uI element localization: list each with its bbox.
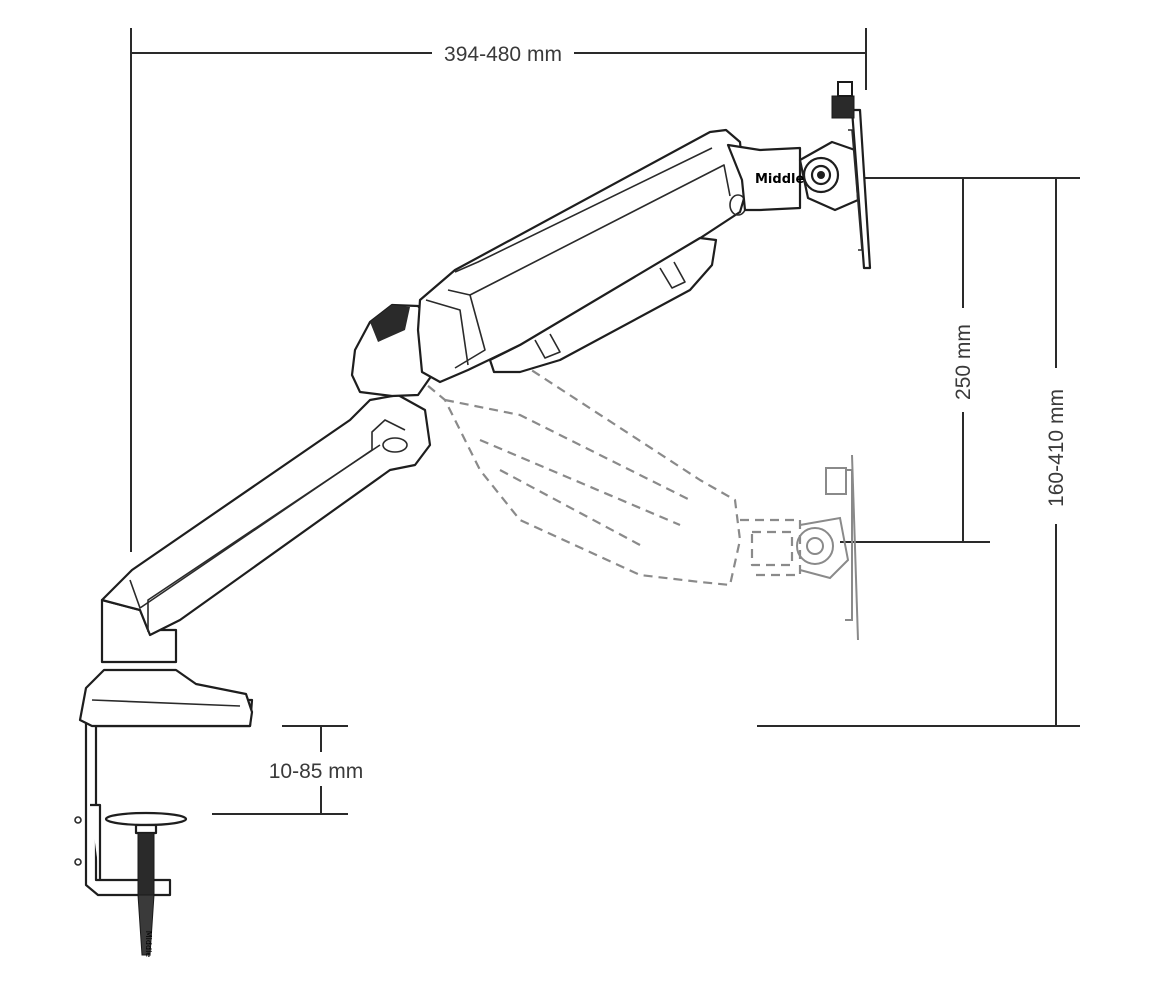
tilt-knob-center xyxy=(817,171,825,179)
clamp-screw-hole-bottom xyxy=(74,858,82,866)
gas-spring-cover xyxy=(488,236,718,374)
clamp-body xyxy=(84,698,254,897)
clamp-plate-neck xyxy=(134,823,158,835)
lower-arm-edge xyxy=(147,444,381,632)
ghost-arm-edge-3 xyxy=(499,469,641,546)
vesa-clip-button xyxy=(837,81,853,97)
travel-label: 250 mm xyxy=(952,324,975,400)
lower-arm-pivot xyxy=(382,437,408,453)
reach-label: 394-480 mm xyxy=(444,43,562,66)
ghost-tilt-bracket xyxy=(799,516,850,580)
clamp-inner-edge xyxy=(90,803,102,880)
clamp-screw-tip xyxy=(137,894,155,956)
elbow-joint xyxy=(350,303,434,398)
middle-position-label: Middle xyxy=(755,172,804,187)
clamp-screw-label: Middle xyxy=(144,931,153,958)
ghost-joint xyxy=(740,518,802,577)
upper-arm xyxy=(416,128,747,384)
base-foot-line xyxy=(91,699,241,707)
reach-dimension: 394-480 mm xyxy=(130,28,867,552)
height-dimension: 160-410 mm xyxy=(757,178,1080,727)
lower-arm-channel xyxy=(129,419,406,609)
clamp-dimension: 10-85 mm xyxy=(212,725,364,815)
upper-arm-end-edge xyxy=(425,299,469,366)
upper-arm-panel xyxy=(447,164,731,296)
ghost-tilt-knob-center xyxy=(806,537,824,555)
spring-tab-1 xyxy=(534,333,561,359)
clamp-label: 10-85 mm xyxy=(269,760,364,783)
clamp-screw-hole-top xyxy=(74,816,82,824)
ghost-arm-edge-1 xyxy=(444,398,691,501)
base-foot xyxy=(78,668,254,728)
height-label: 160-410 mm xyxy=(1045,389,1068,507)
lower-arm-body xyxy=(100,393,432,637)
clamp-pressure-plate xyxy=(104,811,188,827)
elbow-shade xyxy=(370,305,410,342)
spring-tab-2 xyxy=(659,261,686,289)
vesa-clip xyxy=(831,95,855,119)
clamp-screw-rod xyxy=(137,832,155,896)
ghost-arm-edge-2 xyxy=(479,438,681,527)
lower-arm xyxy=(100,393,432,637)
desk-clamp: Middle xyxy=(74,598,254,958)
upper-arm-panel-front xyxy=(454,294,486,369)
ghost-joint-inner xyxy=(750,530,794,567)
vesa-plate xyxy=(850,108,872,270)
monitor-head: Middle xyxy=(726,81,872,270)
ghost-vesa-clip xyxy=(825,467,847,495)
travel-dimension: 250 mm xyxy=(840,177,1080,543)
upper-arm-top-line xyxy=(454,147,713,273)
vesa-plate-edge xyxy=(848,129,863,251)
ghost-tilt-knob xyxy=(796,527,834,565)
ghost-vesa-plate-edge xyxy=(845,469,853,621)
head-neck xyxy=(726,143,802,212)
